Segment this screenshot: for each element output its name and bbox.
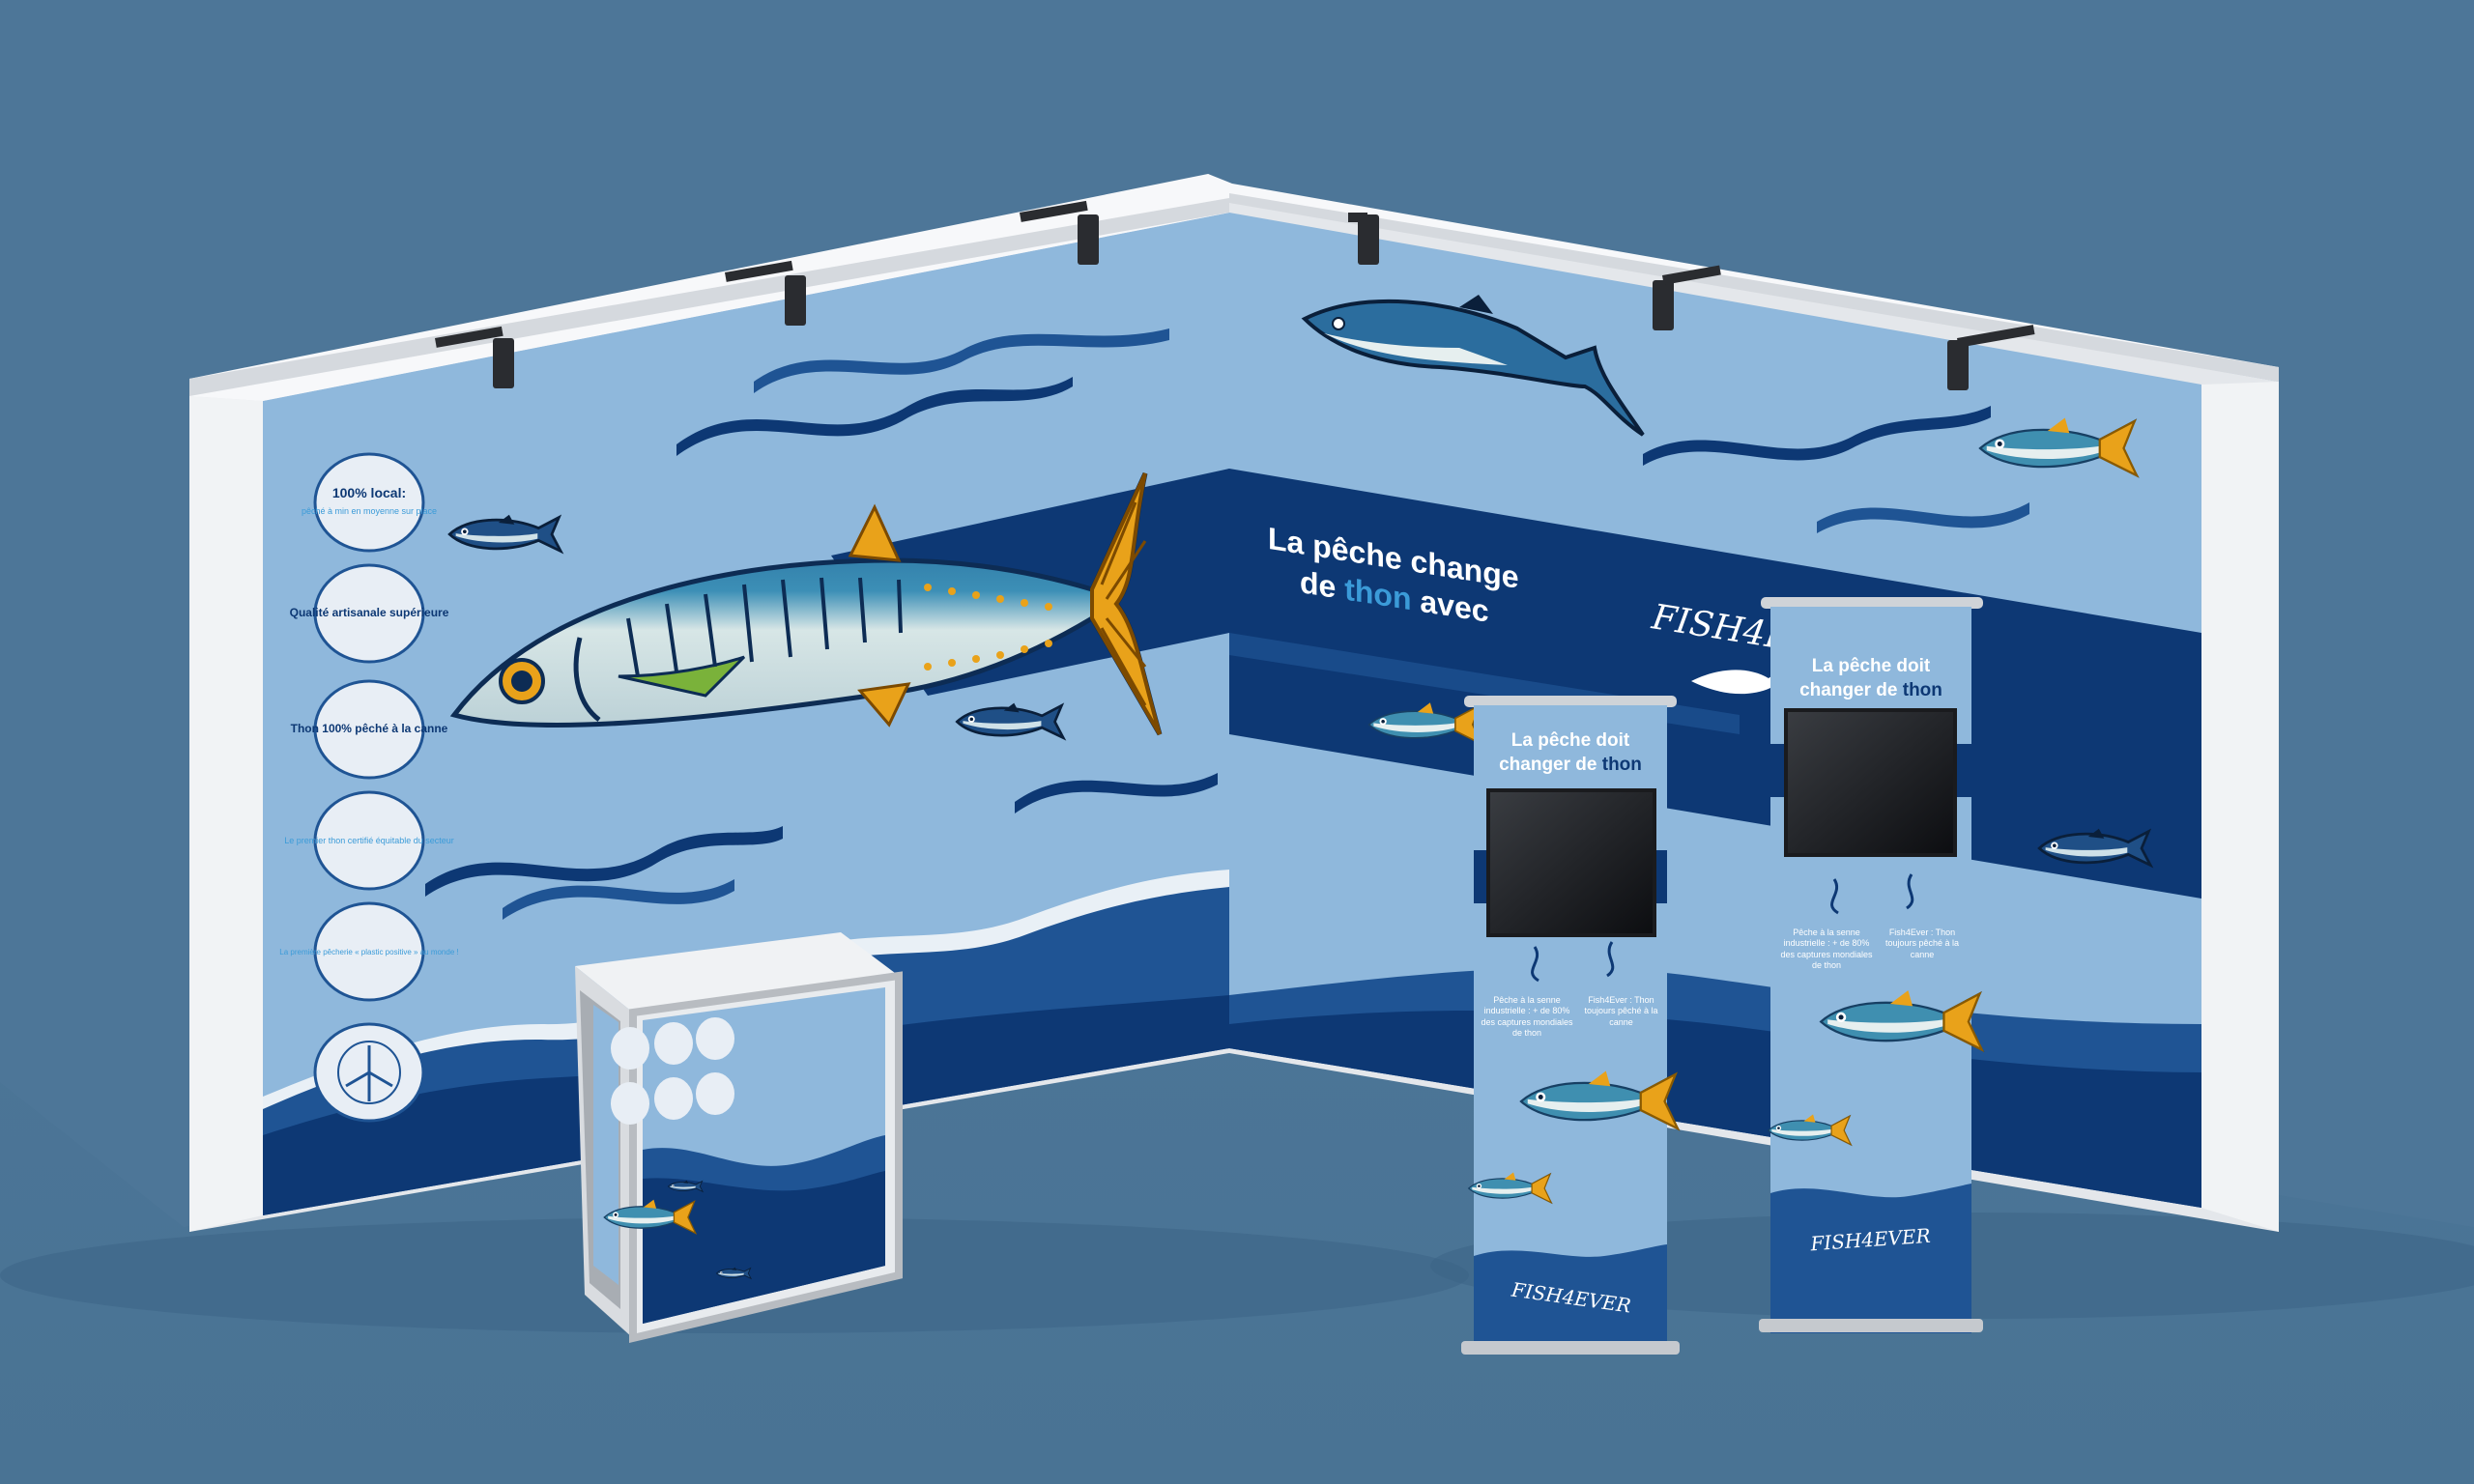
banner2-arrow-left-icon — [1830, 878, 1839, 915]
banner2-right-text: Fish4Ever : Thon toujours pêché à la can… — [1884, 928, 1960, 959]
banner1-right-text: Fish4Ever : Thon toujours pêché à la can… — [1584, 995, 1658, 1027]
promo-counter — [575, 932, 903, 1344]
left-wall: 100% local: pêché à min en moyenne sur p… — [189, 174, 1247, 1232]
banner1-arrow-right-icon — [1606, 941, 1615, 978]
banner1-left-text: Pêche à la senne industrielle : + de 80%… — [1481, 995, 1573, 1038]
badge-equitable: Le premier thon certifié équitable du se… — [284, 790, 454, 891]
badge-plastic-body: La première pêcherie « plastic positive … — [279, 948, 458, 956]
badge-local-body: pêché à min en moyenne sur place — [302, 506, 437, 516]
banner2-title-line2: changer de thon — [1799, 680, 1942, 700]
roll-up-banner-1: La pêche doit changer de thon Pêche à la… — [1461, 696, 1680, 1355]
banner2-title-line1: La pêche doit — [1812, 656, 1931, 676]
badge-artisanal: Qualité artisanale supérieure — [290, 563, 449, 664]
roll-up-banner-2: La pêche doit changer de thon Pêche à la… — [1759, 597, 1984, 1333]
banner1-arrow-left-icon — [1531, 946, 1539, 983]
banner2-arrow-right-icon — [1906, 873, 1914, 910]
badge-local: 100% local: pêché à min en moyenne sur p… — [302, 452, 437, 553]
badge-canne: Thon 100% pêché à la canne — [291, 679, 448, 780]
wall-spotlights — [434, 200, 1099, 388]
banner1-screen — [1486, 788, 1656, 937]
banner2-left-text: Pêche à la senne industrielle : + de 80%… — [1780, 928, 1873, 970]
badge-equitable-body: Le premier thon certifié équitable du se… — [284, 836, 454, 845]
badge-artisanal-title: Qualité artisanale supérieure — [290, 606, 449, 619]
banner2-screen — [1784, 708, 1957, 857]
badge-canne-title: Thon 100% pêché à la canne — [291, 722, 448, 735]
wind-turbine-emblem-icon — [313, 1022, 425, 1123]
counter-badges — [611, 1017, 734, 1125]
badge-plastic-positive: La première pêcherie « plastic positive … — [279, 901, 459, 1002]
tuna-top-illustration — [1301, 295, 1645, 437]
banner1-title-line1: La pêche doit — [1511, 730, 1630, 751]
wall-spotlights-right — [1348, 213, 2035, 390]
banner1-title-line2: changer de thon — [1499, 755, 1642, 775]
left-wall-badges: 100% local: pêché à min en moyenne sur p… — [279, 452, 459, 1123]
badge-local-title: 100% local: — [332, 485, 406, 500]
large-tuna-illustration — [449, 471, 1163, 736]
